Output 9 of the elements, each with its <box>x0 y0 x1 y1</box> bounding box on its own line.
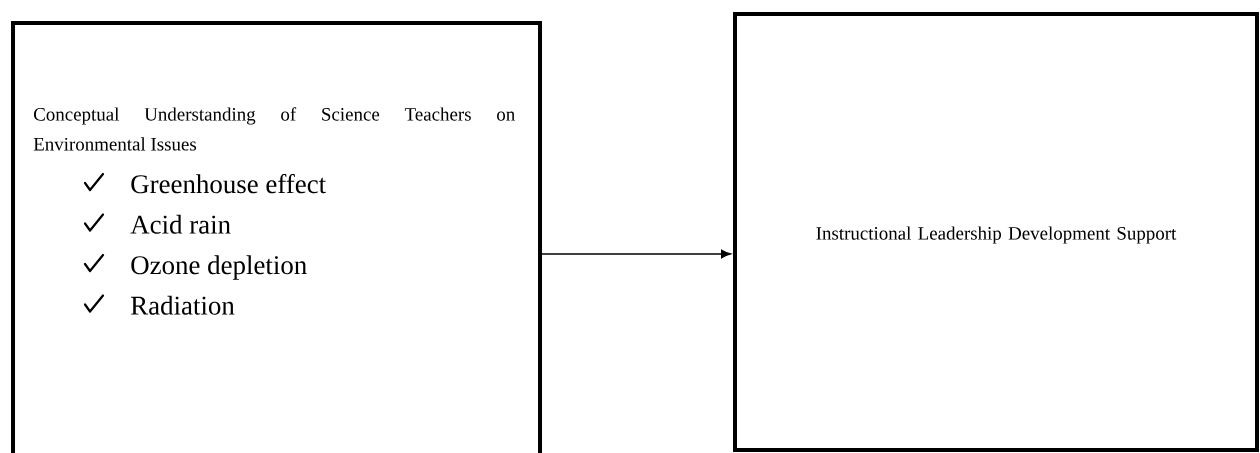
list-item: Greenhouse effect <box>131 174 326 194</box>
box <box>11 21 542 453</box>
list-item: Acid rain <box>130 214 231 234</box>
arrow <box>541 249 732 259</box>
heading-text: Conceptual Understanding of Science Teachers on Environmental Issues <box>33 107 515 151</box>
box <box>733 12 1259 452</box>
box-text: Instructional Leadership Development Support <box>816 226 1177 244</box>
list-item: Ozone depletion <box>131 255 307 280</box>
list-item: Radiation <box>131 295 235 315</box>
